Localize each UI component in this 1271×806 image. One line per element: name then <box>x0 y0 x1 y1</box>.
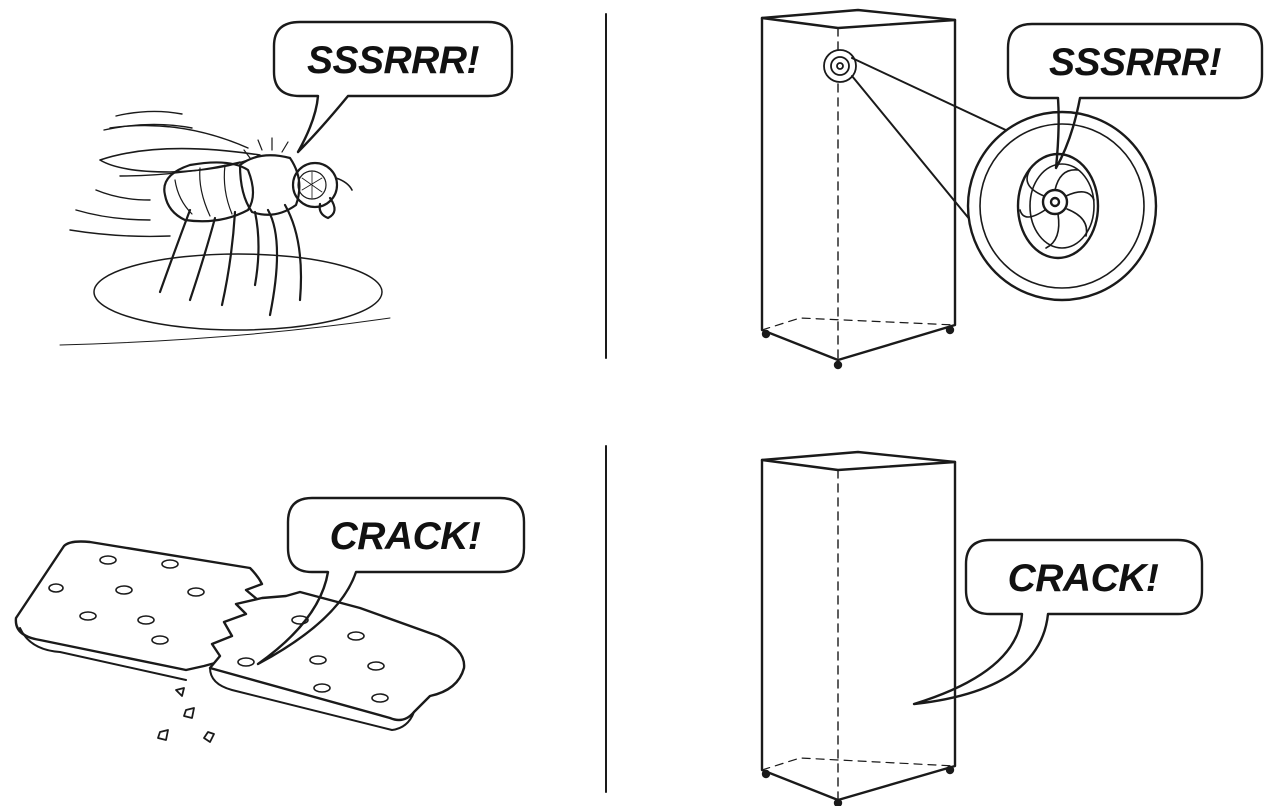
cracker-sound-text: CRACK! <box>330 515 481 558</box>
panel-cracker: CRACK! <box>14 496 526 743</box>
magnified-fan-icon <box>966 110 1158 302</box>
fridge-icon <box>760 8 957 370</box>
fly-sound-text: SSSRRR! <box>307 39 480 82</box>
small-fan-icon <box>823 49 857 83</box>
panel-fridge-fan: SSSRRR! <box>760 8 1264 370</box>
fly-shadow <box>93 253 383 331</box>
panel-fridge-crack: CRACK! <box>760 450 1204 806</box>
fly-icon <box>99 124 353 317</box>
fridge-fan-sound-text: SSSRRR! <box>1049 41 1222 84</box>
crumbs-icon <box>157 687 215 743</box>
fridge-fan-speech-bubble: SSSRRR! <box>1006 22 1264 170</box>
fly-speech-bubble: SSSRRR! <box>272 20 514 154</box>
cracker-icon <box>14 540 466 731</box>
fridge-crack-sound-text: CRACK! <box>1008 557 1159 600</box>
cracker-speech-bubble: CRACK! <box>256 496 526 666</box>
fridge-icon-2 <box>760 450 957 806</box>
fridge-crack-speech-bubble: CRACK! <box>912 538 1204 706</box>
panel-fly: SSSRRR! <box>59 20 514 346</box>
